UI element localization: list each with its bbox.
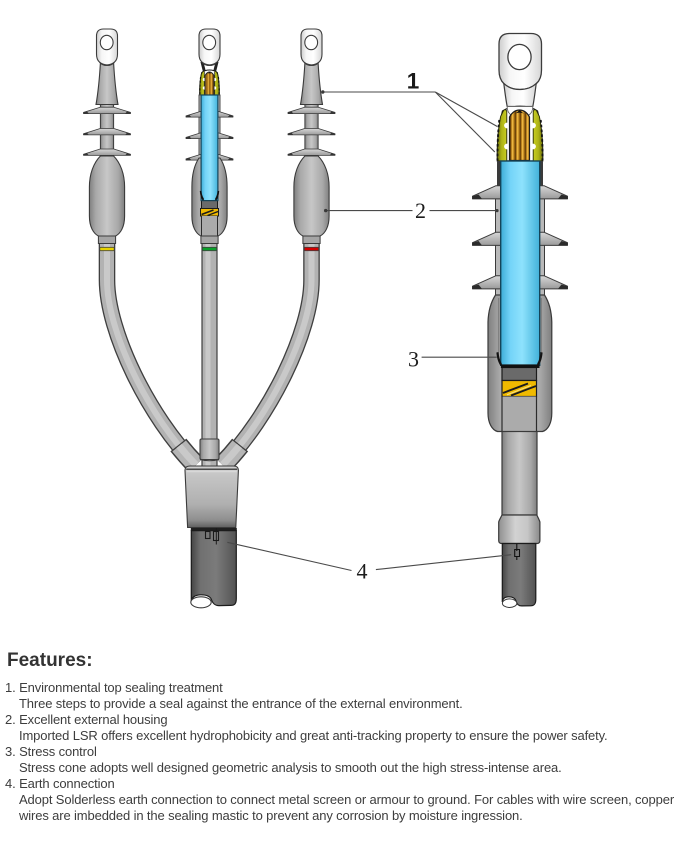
svg-text:1: 1 [407,69,420,94]
svg-text:4: 4 [357,559,368,584]
svg-text:2: 2 [415,198,426,223]
svg-text:3: 3 [408,347,419,372]
